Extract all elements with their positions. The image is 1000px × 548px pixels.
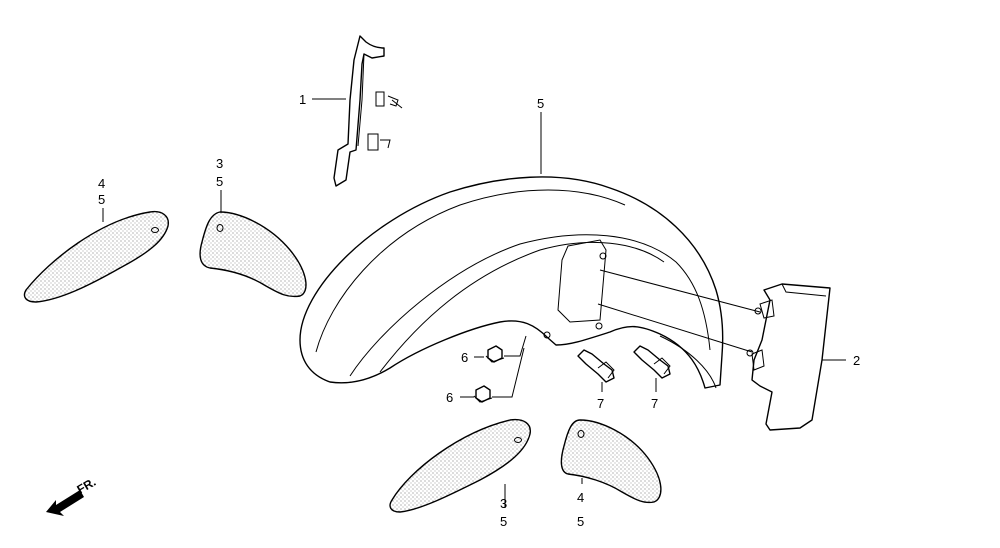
callout-2-bracket-right: 2 [853,353,860,368]
flange-nut-upper [485,345,505,363]
bolt-left [577,349,615,383]
callout-4-front-upper-strip: 4 [98,176,105,191]
callout-5-rear-lower-strip: 5 [577,514,584,529]
bolt-right [633,345,671,379]
front-fender [299,176,761,389]
leader-lines [102,98,846,508]
front-direction-arrow-icon [46,490,84,516]
front-upper-mudguard-strip [23,210,169,303]
left-fork-bracket [333,35,403,187]
callout-7-bolt-left: 7 [597,396,604,411]
callout-3-front-lower-strip: 3 [500,496,507,511]
callout-3-rear-upper-strip: 3 [216,156,223,171]
rear-upper-mudguard-strip [199,211,307,298]
front-lower-mudguard-strip [389,418,531,513]
rear-lower-mudguard-strip [560,419,662,504]
callout-5-front-lower-strip: 5 [500,514,507,529]
callout-1-bracket-left: 1 [299,92,306,107]
callout-5-front-upper-strip: 5 [98,192,105,207]
callout-6-nut-upper: 6 [461,350,468,365]
callout-5-fender: 5 [537,96,544,111]
callout-5-rear-upper-strip: 5 [216,174,223,189]
callout-7-bolt-right: 7 [651,396,658,411]
right-fork-bracket [746,283,831,431]
callout-4-rear-lower-strip: 4 [577,490,584,505]
flange-nut-lower [473,385,493,403]
callout-6-nut-lower: 6 [446,390,453,405]
